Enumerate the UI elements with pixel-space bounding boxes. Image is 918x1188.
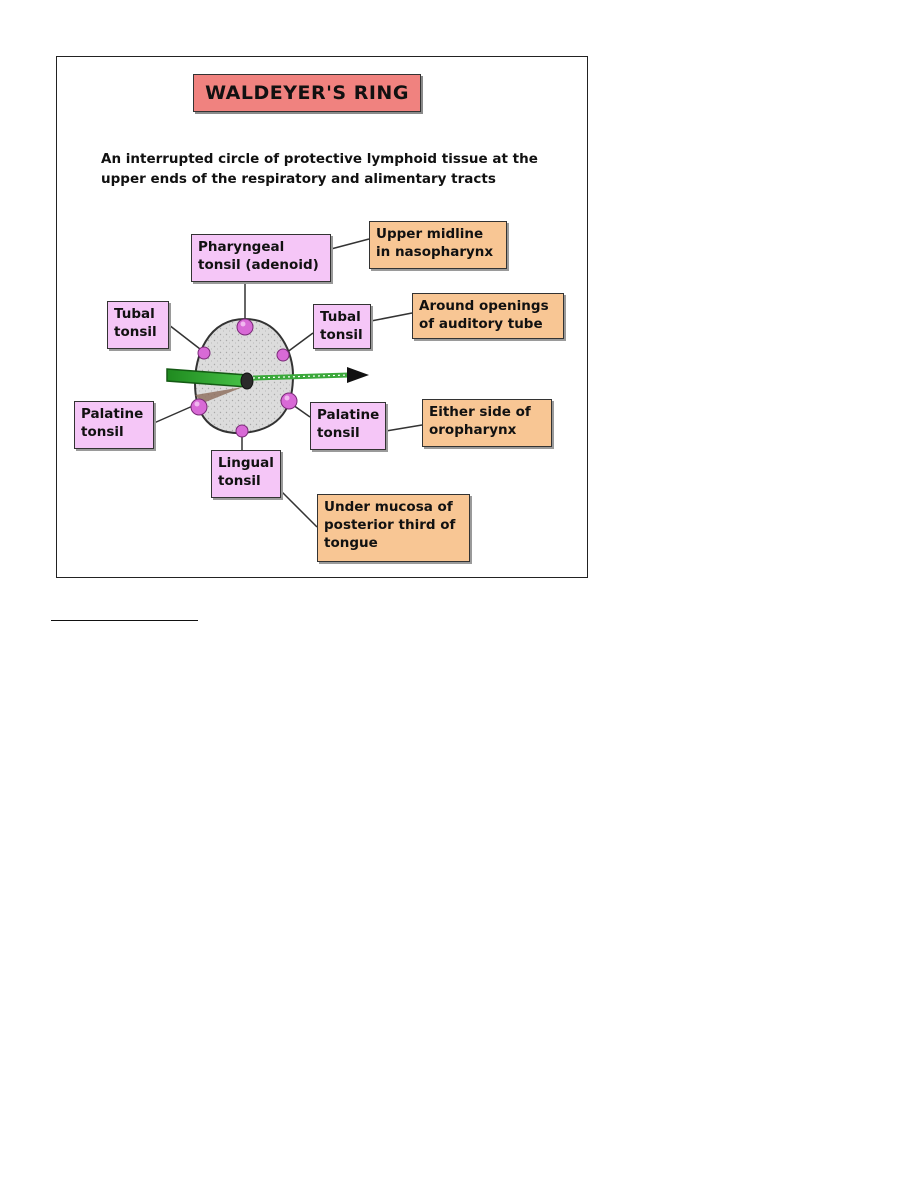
label-lingual-location: Under mucosa of posterior third of tongu… [317, 494, 470, 562]
label-pharyngeal-location: Upper midline in nasopharynx [369, 221, 507, 269]
figure-title: WALDEYER'S RING [193, 74, 421, 112]
figure-description: An interrupted circle of protective lymp… [101, 151, 538, 187]
tube-opening [240, 372, 254, 390]
arrow-dots [252, 374, 350, 379]
arrow-head [347, 367, 369, 383]
waldeyers-ring-figure: WALDEYER'S RING An interrupted circle of… [56, 56, 588, 578]
tonsil-blobs [190, 318, 298, 438]
label-tubal-tonsil-right: Tubal tonsil [313, 304, 371, 349]
diagram-graphics [153, 238, 423, 528]
tonsil-blob-highlights [194, 321, 290, 407]
label-tubal-tonsil-left: Tubal tonsil [107, 301, 169, 349]
label-pharyngeal-tonsil: Pharyngeal tonsil (adenoid) [191, 234, 331, 282]
line-palatine-right [292, 404, 311, 418]
tonsil-blob-tubal-right [276, 348, 290, 362]
line-palatine-left [153, 404, 196, 424]
line-tubal-left [168, 324, 201, 350]
line-palatine-location [385, 424, 423, 432]
line-tubal-location [370, 312, 413, 322]
connector-lines [153, 238, 423, 528]
footnote-divider [51, 620, 198, 621]
tube-shadow [195, 387, 243, 403]
label-tubal-location: Around openings of auditory tube [412, 293, 564, 339]
tonsil-blob-tubal-left [197, 346, 211, 360]
tonsil-blob-lingual [235, 424, 249, 438]
label-palatine-tonsil-left: Palatine tonsil [74, 401, 154, 449]
label-lingual-tonsil: Lingual tonsil [211, 450, 281, 498]
line-tubal-right [285, 332, 314, 354]
tonsil-blob-palatine-left [190, 398, 208, 416]
label-palatine-tonsil-right: Palatine tonsil [310, 402, 386, 450]
tonsil-blob-pharyngeal [236, 318, 254, 336]
line-pharyngeal-location [330, 238, 370, 250]
tonsil-blob-palatine-right [280, 392, 298, 410]
label-palatine-location: Either side of oropharynx [422, 399, 552, 447]
line-lingual-location [280, 490, 318, 528]
